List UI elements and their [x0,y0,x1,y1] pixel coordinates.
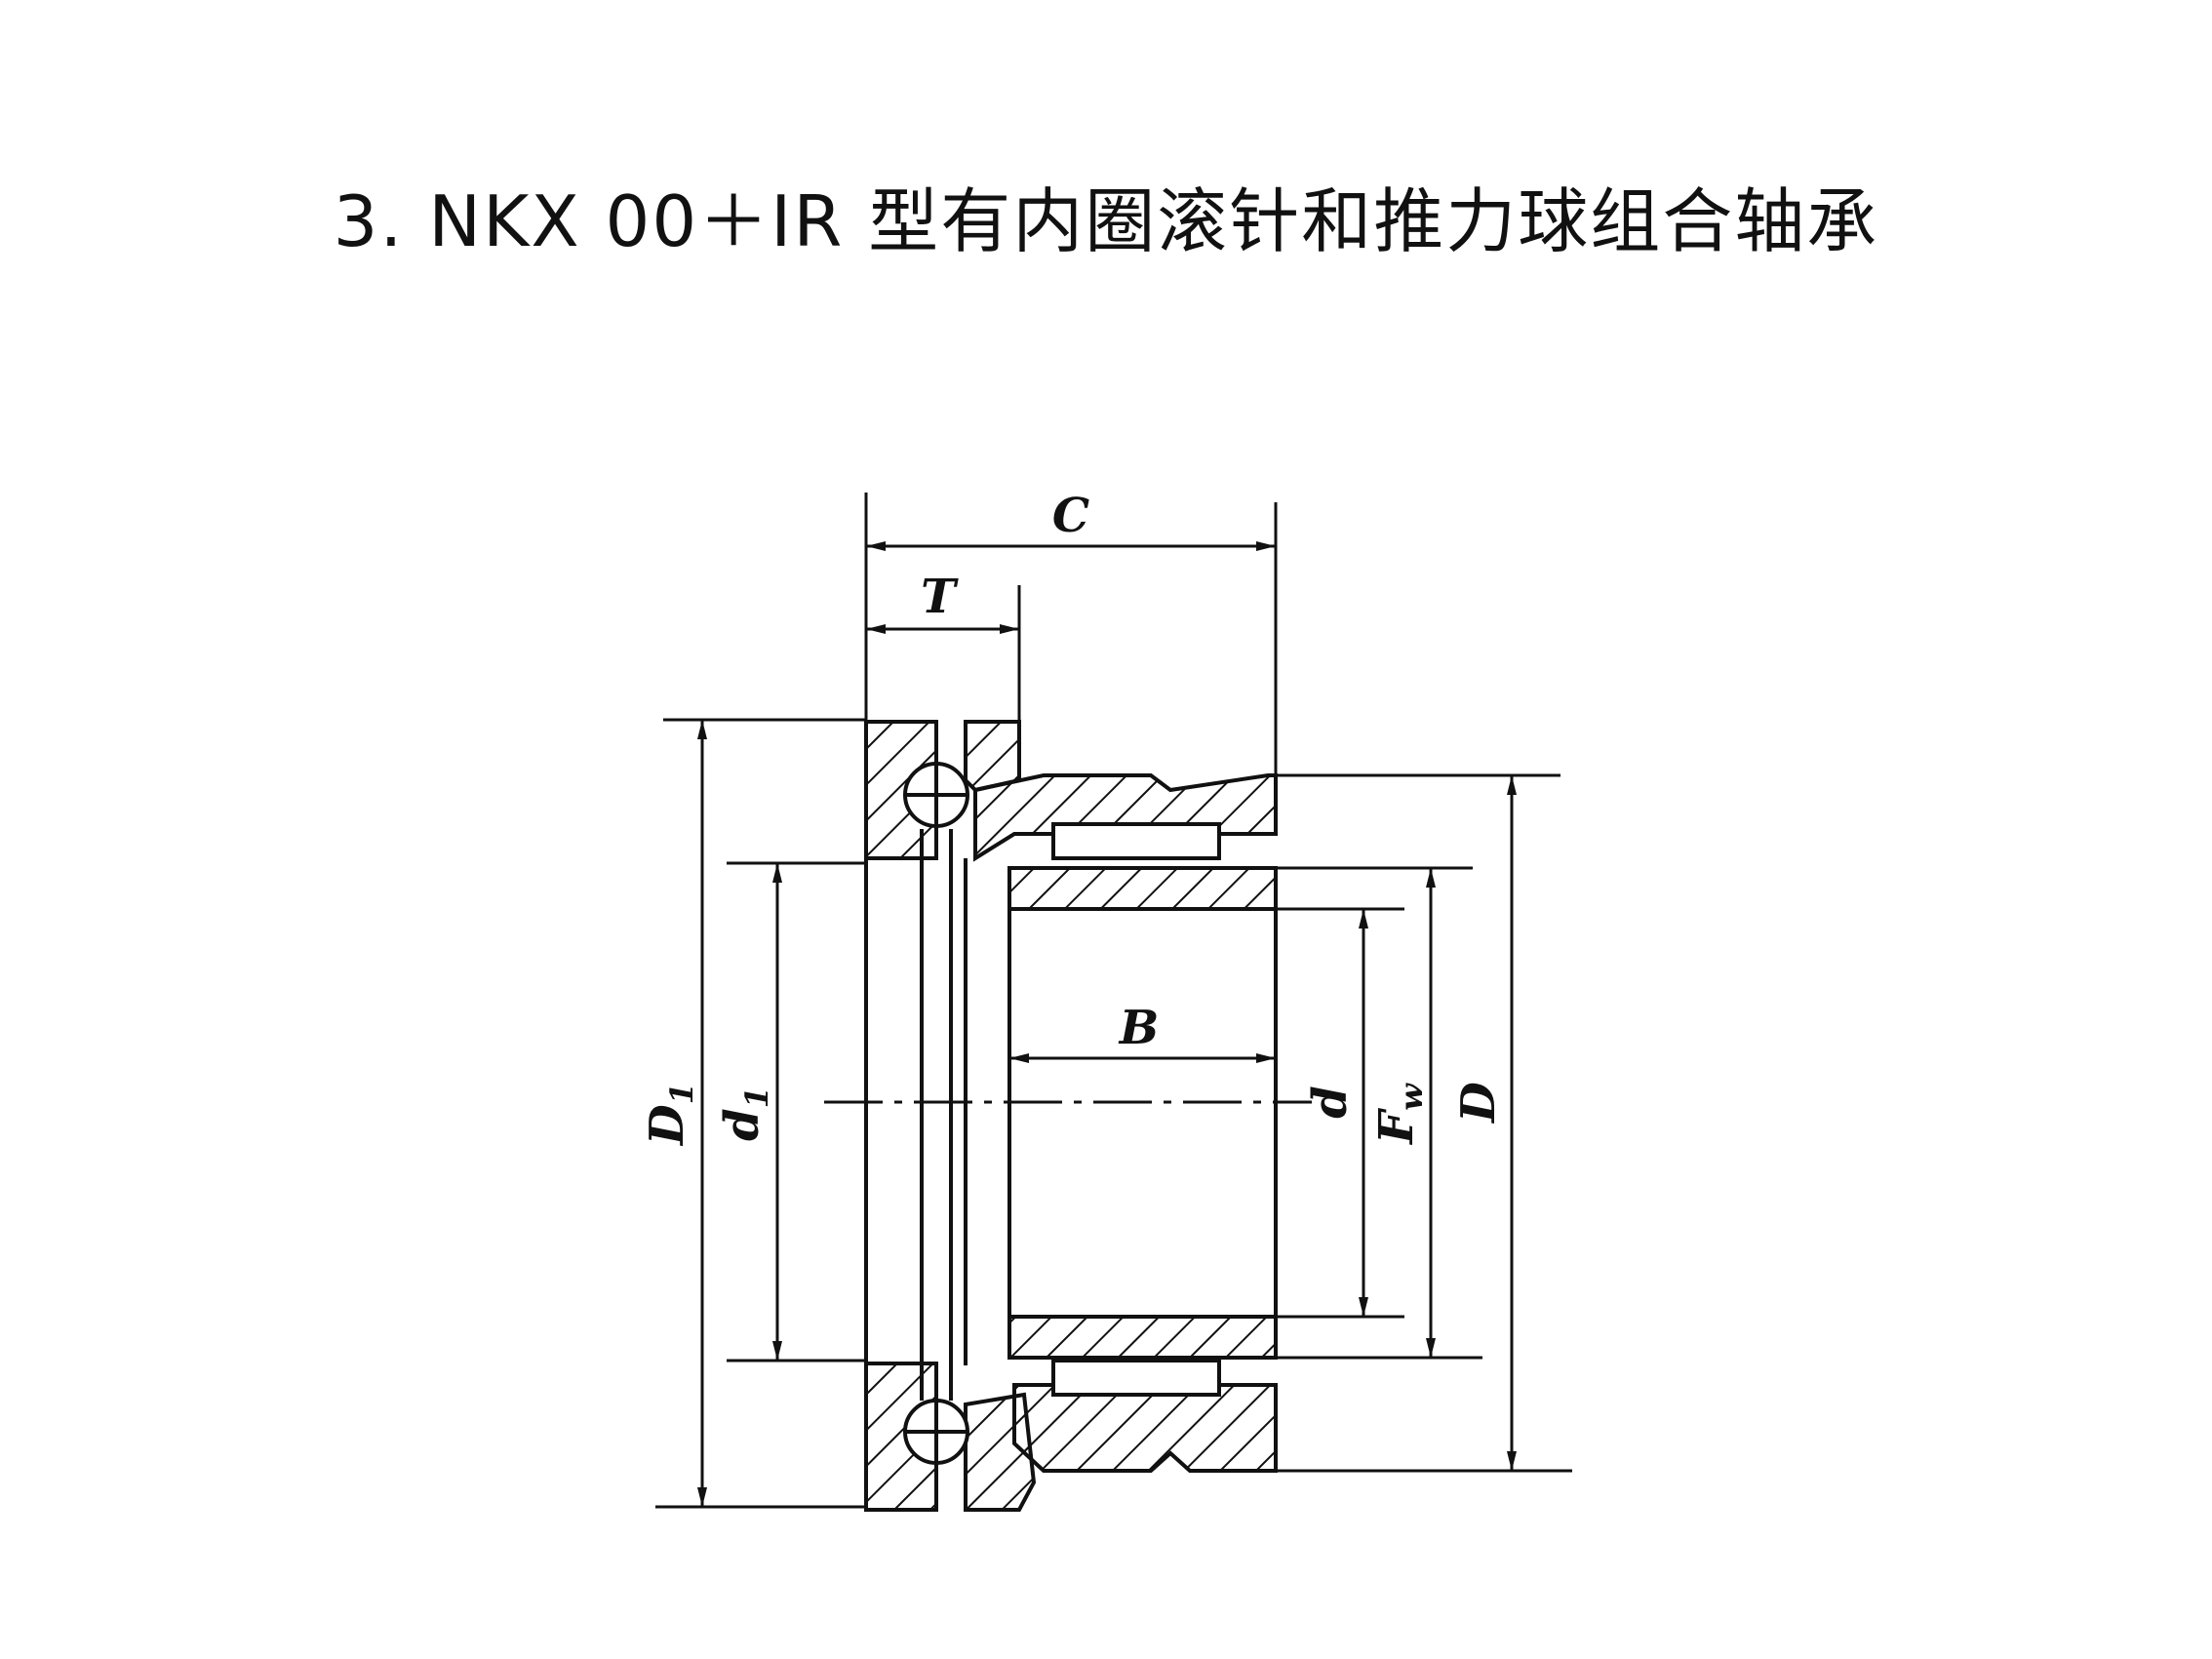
label-D1: D1 [640,1083,700,1147]
label-B: B [1118,1001,1160,1055]
outer-ring-top [973,773,1278,862]
label-D: D [1451,1082,1506,1125]
inner-ring-bottom [1007,1315,1278,1360]
label-C: C [1052,489,1089,543]
page-title: 3. NKX 00＋IR 型有内圈滚针和推力球组合轴承 [333,180,1879,262]
needle-roller-top [1051,822,1221,860]
label-d1: d1 [715,1086,775,1141]
thrust-washer-bottom [864,1362,938,1512]
inner-ring-top [1007,866,1278,911]
label-Fw: Fw [1369,1083,1430,1146]
outer-ring-bottom [1012,1383,1278,1473]
thrust-washer-top-right [964,720,1021,793]
thrust-washer-top [864,720,938,860]
label-d: d [1303,1086,1358,1119]
dimension-lines [655,493,1572,1509]
needle-roller-bottom [1051,1359,1221,1397]
dimension-labels: C T B D1 d1 d Fw D [640,489,1506,1147]
bearing-geometry [864,720,1278,1512]
label-T: T [921,570,959,624]
